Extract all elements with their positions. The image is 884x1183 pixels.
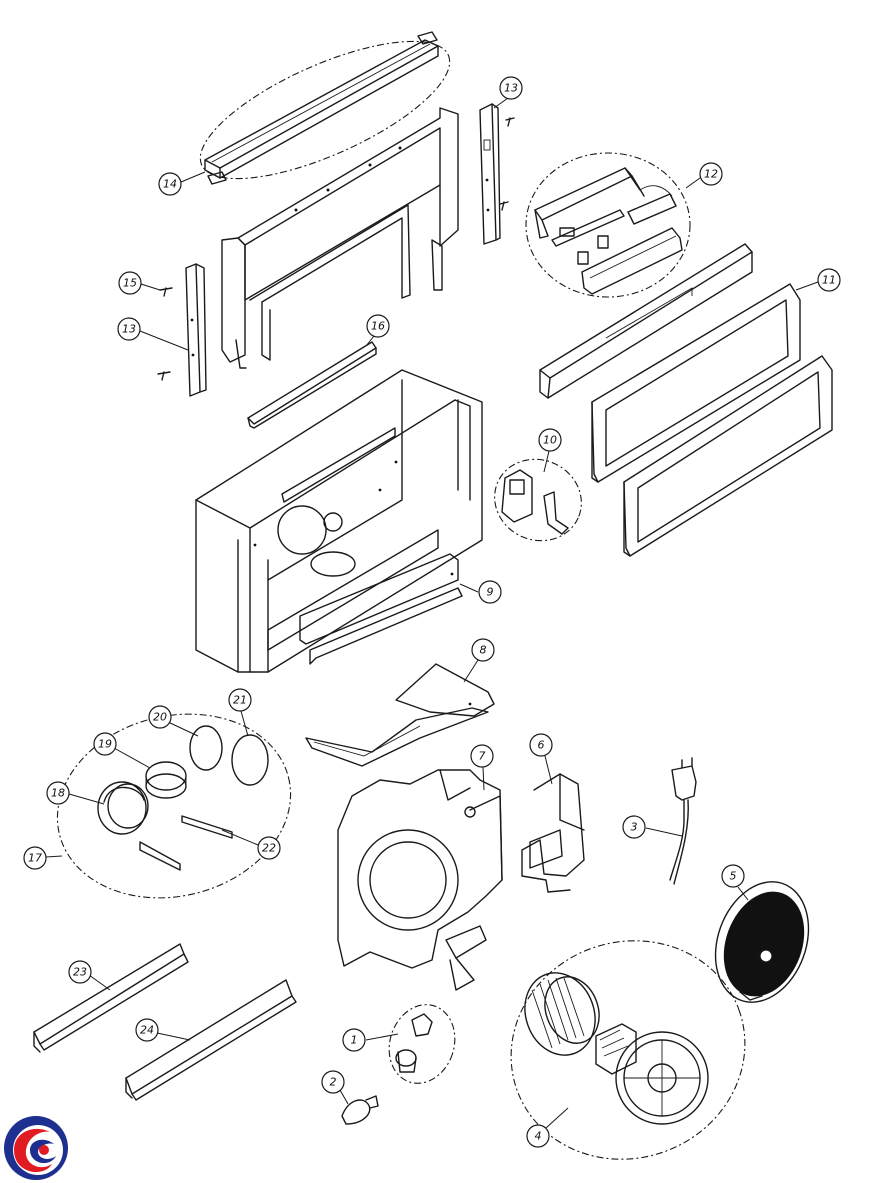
part-3-power-cord bbox=[669, 757, 697, 885]
svg-text:11: 11 bbox=[822, 274, 836, 287]
brand-logo bbox=[4, 1116, 68, 1180]
callout-18: 18 bbox=[46, 781, 105, 805]
upper-frame-panel bbox=[221, 107, 459, 369]
callout-5: 5 bbox=[721, 864, 749, 901]
callout-1: 1 bbox=[342, 1028, 399, 1052]
callout-8: 8 bbox=[463, 638, 495, 683]
part-16-flat-strip bbox=[247, 341, 377, 429]
callout-22: 22 bbox=[221, 829, 281, 860]
part-23-rail bbox=[33, 943, 189, 1053]
callout-11: 11 bbox=[795, 268, 841, 292]
part-12-control-group bbox=[525, 152, 691, 298]
part-2-bulb bbox=[341, 1095, 379, 1125]
part-24-rail bbox=[125, 979, 297, 1101]
callout-2: 2 bbox=[321, 1070, 349, 1105]
part-1-lamp-holder bbox=[388, 1004, 456, 1084]
part-15-screws bbox=[157, 287, 173, 381]
callout-4: 4 bbox=[526, 1107, 569, 1148]
callout-23: 23 bbox=[68, 960, 111, 991]
part-11-filter-upper bbox=[591, 283, 801, 483]
callout-16: 16 bbox=[365, 314, 390, 347]
svg-text:5: 5 bbox=[730, 870, 737, 883]
callout-6: 6 bbox=[529, 733, 553, 785]
part-10-switch-bracket bbox=[494, 458, 582, 542]
svg-text:8: 8 bbox=[480, 644, 487, 657]
svg-text:24: 24 bbox=[140, 1024, 154, 1037]
part-5-carbon-filter bbox=[714, 881, 810, 1003]
svg-text:15: 15 bbox=[123, 277, 137, 290]
callout-7: 7 bbox=[470, 744, 494, 791]
svg-text:7: 7 bbox=[479, 750, 486, 763]
part-7-blower-housing bbox=[337, 769, 503, 991]
main-housing bbox=[195, 369, 483, 673]
callout-13-right: 13 bbox=[493, 76, 523, 109]
svg-text:1: 1 bbox=[351, 1034, 358, 1047]
svg-text:2: 2 bbox=[330, 1076, 337, 1089]
callout-14: 14 bbox=[158, 171, 206, 196]
callout-12: 12 bbox=[685, 162, 723, 189]
part-8-light-panel bbox=[305, 663, 495, 767]
svg-text:4: 4 bbox=[535, 1130, 542, 1143]
callout-24: 24 bbox=[135, 1018, 191, 1042]
logo-red-swirl bbox=[14, 1128, 52, 1173]
part-13-side-bracket-left bbox=[185, 263, 207, 397]
svg-text:21: 21 bbox=[233, 694, 247, 707]
svg-text:6: 6 bbox=[538, 739, 545, 752]
svg-text:17: 17 bbox=[28, 852, 42, 865]
callout-13-left: 13 bbox=[117, 317, 189, 351]
svg-text:13: 13 bbox=[504, 82, 518, 95]
svg-text:9: 9 bbox=[487, 586, 494, 599]
part-6-duct-connector bbox=[521, 773, 585, 893]
callout-9: 9 bbox=[459, 580, 502, 604]
svg-text:13: 13 bbox=[122, 323, 136, 336]
rear-rail bbox=[539, 243, 753, 399]
part-14-top-strip bbox=[199, 31, 451, 185]
svg-text:10: 10 bbox=[543, 434, 557, 447]
part-11-filter-lower bbox=[623, 355, 833, 557]
callouts: 1 2 3 4 5 6 7 8 bbox=[23, 76, 841, 1148]
callout-15: 15 bbox=[118, 271, 161, 295]
svg-text:20: 20 bbox=[153, 711, 167, 724]
svg-text:18: 18 bbox=[51, 787, 65, 800]
svg-text:22: 22 bbox=[262, 842, 276, 855]
svg-text:16: 16 bbox=[371, 320, 385, 333]
callout-3: 3 bbox=[622, 815, 683, 839]
svg-text:12: 12 bbox=[704, 168, 718, 181]
svg-text:3: 3 bbox=[631, 821, 638, 834]
svg-text:19: 19 bbox=[98, 738, 112, 751]
callout-19: 19 bbox=[93, 732, 151, 769]
part-9-front-strip bbox=[299, 553, 463, 665]
callout-21: 21 bbox=[228, 688, 252, 737]
svg-text:14: 14 bbox=[163, 178, 177, 191]
svg-text:23: 23 bbox=[73, 966, 87, 979]
part-13-side-bracket-right bbox=[479, 103, 515, 245]
callout-17: 17 bbox=[23, 846, 63, 870]
callout-20: 20 bbox=[148, 705, 199, 737]
part-4-motor-group bbox=[510, 940, 746, 1160]
callout-10: 10 bbox=[538, 428, 562, 473]
